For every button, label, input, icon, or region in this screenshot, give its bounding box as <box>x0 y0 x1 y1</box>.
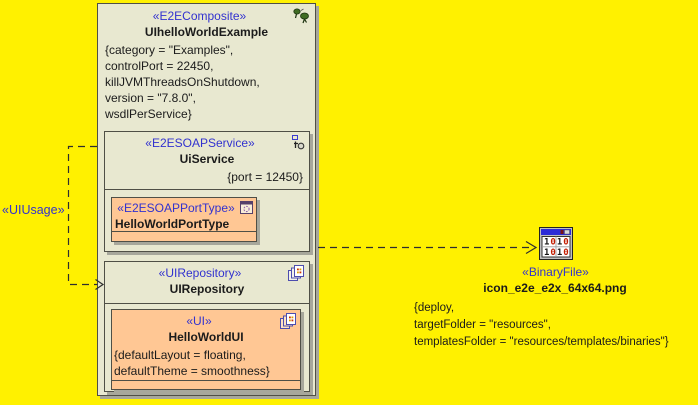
service-node[interactable]: «E2ESOAPService» UiService {port = 12450… <box>104 131 310 252</box>
composite-property: controlPort = 22450, <box>105 59 214 73</box>
binary-file-icon[interactable]: 1010 1010 <box>539 227 573 260</box>
ui-node[interactable]: «UI» HelloWorldUI {defaultLayout = float… <box>111 309 301 390</box>
repository-name: UIRepository <box>169 282 245 296</box>
composite-property: version = "7.8.0", <box>105 91 196 105</box>
repository-copies-icon <box>288 265 304 281</box>
composite-properties: {category = "Examples", controlPort = 22… <box>105 42 260 122</box>
binary-digits-row: 1010 <box>544 238 570 248</box>
binary-file-property: templatesFolder = "resources/templates/b… <box>414 336 669 348</box>
ui-property: defaultTheme = smoothness} <box>114 364 270 378</box>
porttype-stereotype: «E2ESOAPPortType» <box>117 201 235 215</box>
binary-file-name[interactable]: icon_e2e_e2x_64x64.png <box>483 281 627 295</box>
composite-property: {category = "Examples", <box>105 43 234 57</box>
uiusage-label[interactable]: «UIUsage» <box>2 203 65 217</box>
service-stereotype: «E2ESOAPService» <box>145 136 255 150</box>
binary-file-property: {deploy, <box>414 302 455 314</box>
composite-name: UIhelloWorldExample <box>144 25 269 39</box>
porttype-node[interactable]: «E2ESOAPPortType» HelloWorldPortType <box>111 197 257 242</box>
porttype-compartment-divider <box>112 231 256 232</box>
binaryfile-dependency-connector[interactable] <box>318 240 538 255</box>
binary-file-property: targetFolder = "resources", <box>414 319 551 331</box>
ui-name: HelloWorldUI <box>168 330 244 344</box>
service-name: UiService <box>179 152 235 166</box>
ui-compartment-divider <box>112 380 300 381</box>
repository-stereotype: «UIRepository» <box>158 266 242 280</box>
ui-copies-icon <box>280 313 296 329</box>
repository-node[interactable]: «UIRepository» UIRepository «UI» <box>104 261 310 392</box>
service-compartment-divider <box>105 189 309 190</box>
binary-file-properties: {deploy, targetFolder = "resources", tem… <box>414 300 669 351</box>
service-icon <box>292 135 305 150</box>
porttype-icon <box>240 201 253 214</box>
service-port-constraint: {port = 12450} <box>227 170 303 184</box>
ui-stereotype: «UI» <box>186 314 212 328</box>
binary-file-stereotype: «BinaryFile» <box>522 265 589 279</box>
composite-node[interactable]: «E2EComposite» UIhelloWorldExample {cate… <box>97 3 316 396</box>
composite-stereotype: «E2EComposite» <box>152 9 247 23</box>
repository-compartment-divider <box>105 303 309 304</box>
binary-digits-row: 1010 <box>544 248 570 258</box>
composite-icon <box>293 8 309 24</box>
ui-properties: {defaultLayout = floating, defaultTheme … <box>114 347 270 379</box>
composite-property: wsdlPerService} <box>105 107 192 121</box>
porttype-name: HelloWorldPortType <box>115 217 230 231</box>
uiusage-dependency-connector[interactable] <box>67 145 105 290</box>
composite-property: killJVMThreadsOnShutdown, <box>105 75 260 89</box>
ui-property: {defaultLayout = floating, <box>114 348 246 362</box>
